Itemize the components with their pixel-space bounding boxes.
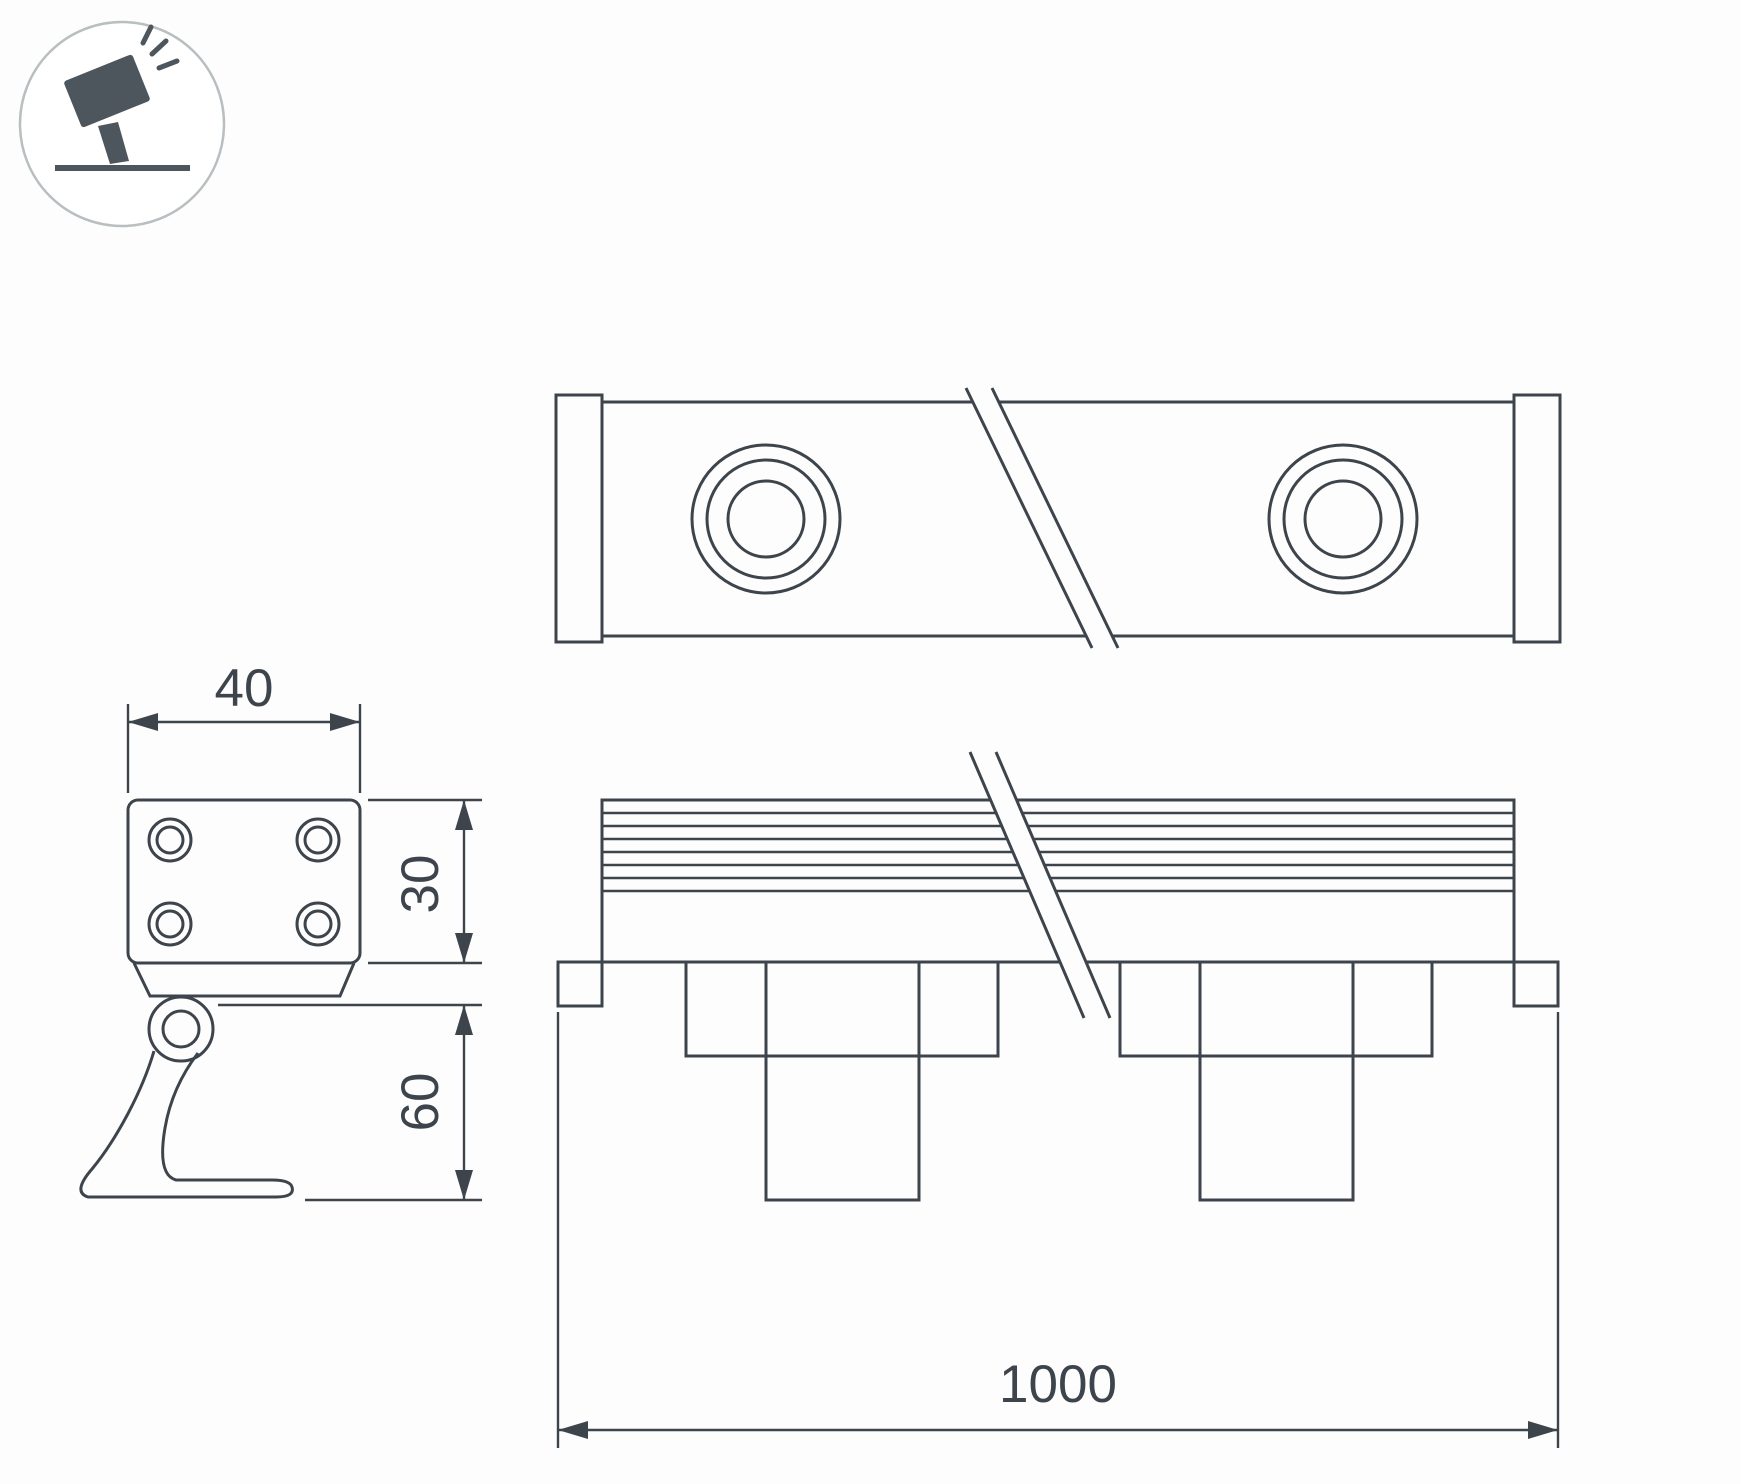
lens-outer-ring <box>1267 443 1419 595</box>
front-body <box>600 400 1516 638</box>
arrowhead-top <box>455 800 473 830</box>
dimension-body-height: 30 <box>368 798 482 965</box>
dimension-width-label: 40 <box>215 659 274 718</box>
dimension-length-label: 1000 <box>999 1355 1117 1414</box>
floodlight-stand <box>98 122 129 164</box>
screw-inner <box>303 825 333 855</box>
screw-inner <box>303 909 333 939</box>
side-body <box>600 798 1516 964</box>
screw-inner <box>155 909 185 939</box>
screw-top-right <box>295 817 341 863</box>
end-view <box>79 798 362 1199</box>
break-mask <box>966 388 1118 648</box>
bracket-flange <box>1118 960 1434 1058</box>
break-lines-front <box>964 387 1120 649</box>
dimension-length: 1000 <box>556 1012 1560 1448</box>
mount-bracket-left <box>684 960 1000 1202</box>
light-ray <box>149 38 169 57</box>
screw-outer <box>147 817 193 863</box>
lens-outer-ring <box>690 443 842 595</box>
lens-middle-ring <box>1282 458 1404 580</box>
light-ray <box>156 58 180 71</box>
heatsink-fins <box>602 811 1514 893</box>
dimension-bracket-height: 60 <box>218 1003 482 1202</box>
screw-bottom-left <box>147 901 193 947</box>
arrowhead-bottom <box>455 1170 473 1200</box>
lens-middle-ring <box>705 458 827 580</box>
lens-inner-circle <box>1303 479 1383 559</box>
led-lens-left <box>690 443 842 595</box>
dimension-bracket-height-label: 60 <box>391 1073 450 1132</box>
front-end-cap-right <box>1512 393 1562 644</box>
screw-outer <box>295 901 341 947</box>
break-line <box>994 751 1112 1019</box>
body-neck <box>132 962 356 998</box>
dimension-width: 40 <box>126 659 362 793</box>
arrowhead-bottom <box>455 933 473 963</box>
break-mask <box>970 752 1110 1018</box>
mount-bracket-side <box>79 995 294 1199</box>
bracket-arm-and-foot <box>79 1050 294 1199</box>
led-lens-right <box>1267 443 1419 595</box>
lens-inner-circle <box>726 479 806 559</box>
product-type-badge <box>18 20 226 228</box>
bracket-stem <box>1198 1054 1355 1202</box>
mount-bracket-right <box>1118 960 1434 1202</box>
side-view <box>556 751 1560 1202</box>
break-line <box>990 387 1120 649</box>
badge-circle <box>18 20 226 228</box>
floodlight-icon <box>55 24 190 171</box>
light-ray <box>140 24 154 46</box>
screw-top-left <box>147 817 193 863</box>
knuckle-outer <box>147 995 215 1063</box>
front-end-cap-left <box>554 393 604 644</box>
screw-outer <box>147 901 193 947</box>
arrowhead-right <box>330 713 360 731</box>
screw-bottom-right <box>295 901 341 947</box>
dimension-body-height-label: 30 <box>391 855 450 914</box>
side-end-cap-right <box>1512 960 1560 1008</box>
bracket-flange <box>684 960 1000 1058</box>
bracket-stem <box>764 1054 921 1202</box>
side-end-cap-left <box>556 960 604 1008</box>
end-body <box>126 798 362 965</box>
break-line <box>964 387 1094 649</box>
arrowhead-left <box>558 1421 588 1439</box>
arrowhead-top <box>455 1005 473 1035</box>
break-line <box>968 751 1086 1019</box>
break-lines-side <box>968 751 1112 1019</box>
screw-inner <box>155 825 185 855</box>
screw-outer <box>295 817 341 863</box>
arrowhead-left <box>128 713 158 731</box>
front-view <box>554 387 1562 649</box>
knuckle-inner <box>161 1009 201 1049</box>
floodlight-head <box>64 54 150 128</box>
arrowhead-right <box>1528 1421 1558 1439</box>
